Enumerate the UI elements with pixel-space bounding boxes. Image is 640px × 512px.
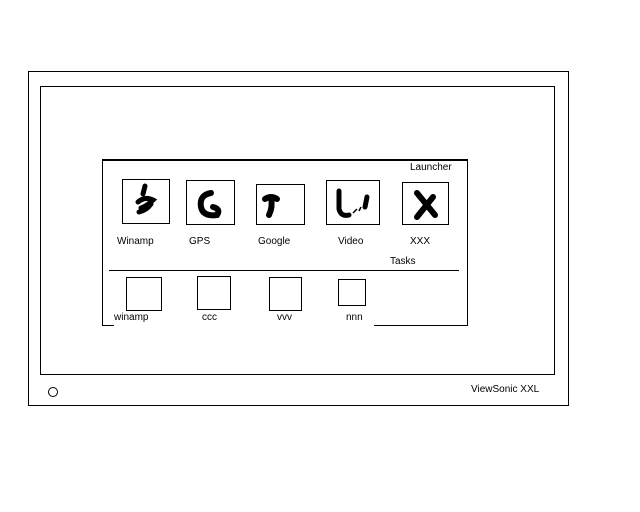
task-label: vvv	[277, 312, 292, 323]
monitor-frame	[28, 71, 569, 406]
google-scribble-icon[interactable]	[256, 184, 305, 225]
task-label: nnn	[346, 312, 363, 323]
task-label: ccc	[202, 312, 217, 323]
launcher-label: Winamp	[117, 236, 154, 247]
screen	[40, 86, 555, 375]
task-thumbnail[interactable]	[338, 279, 366, 306]
power-button[interactable]	[48, 387, 58, 397]
launcher-label: GPS	[189, 236, 211, 247]
winamp-scribble-icon[interactable]	[122, 179, 170, 224]
tasks-label: Tasks	[390, 256, 416, 267]
task-label: winamp	[114, 312, 149, 323]
divider	[109, 270, 459, 271]
gps-scribble-icon[interactable]	[186, 180, 235, 225]
launcher-label: XXX	[410, 236, 431, 247]
task-thumbnail[interactable]	[126, 277, 162, 311]
panel-title: Launcher	[410, 162, 452, 173]
task-thumbnail[interactable]	[197, 276, 231, 310]
launcher-label: Google	[258, 236, 291, 247]
monitor-brand: ViewSonic XXL	[471, 384, 540, 395]
task-thumbnail[interactable]	[269, 277, 302, 311]
launcher-label: Video	[338, 236, 364, 247]
video-scribble-icon[interactable]	[326, 180, 380, 225]
xxx-scribble-icon[interactable]	[402, 182, 449, 225]
